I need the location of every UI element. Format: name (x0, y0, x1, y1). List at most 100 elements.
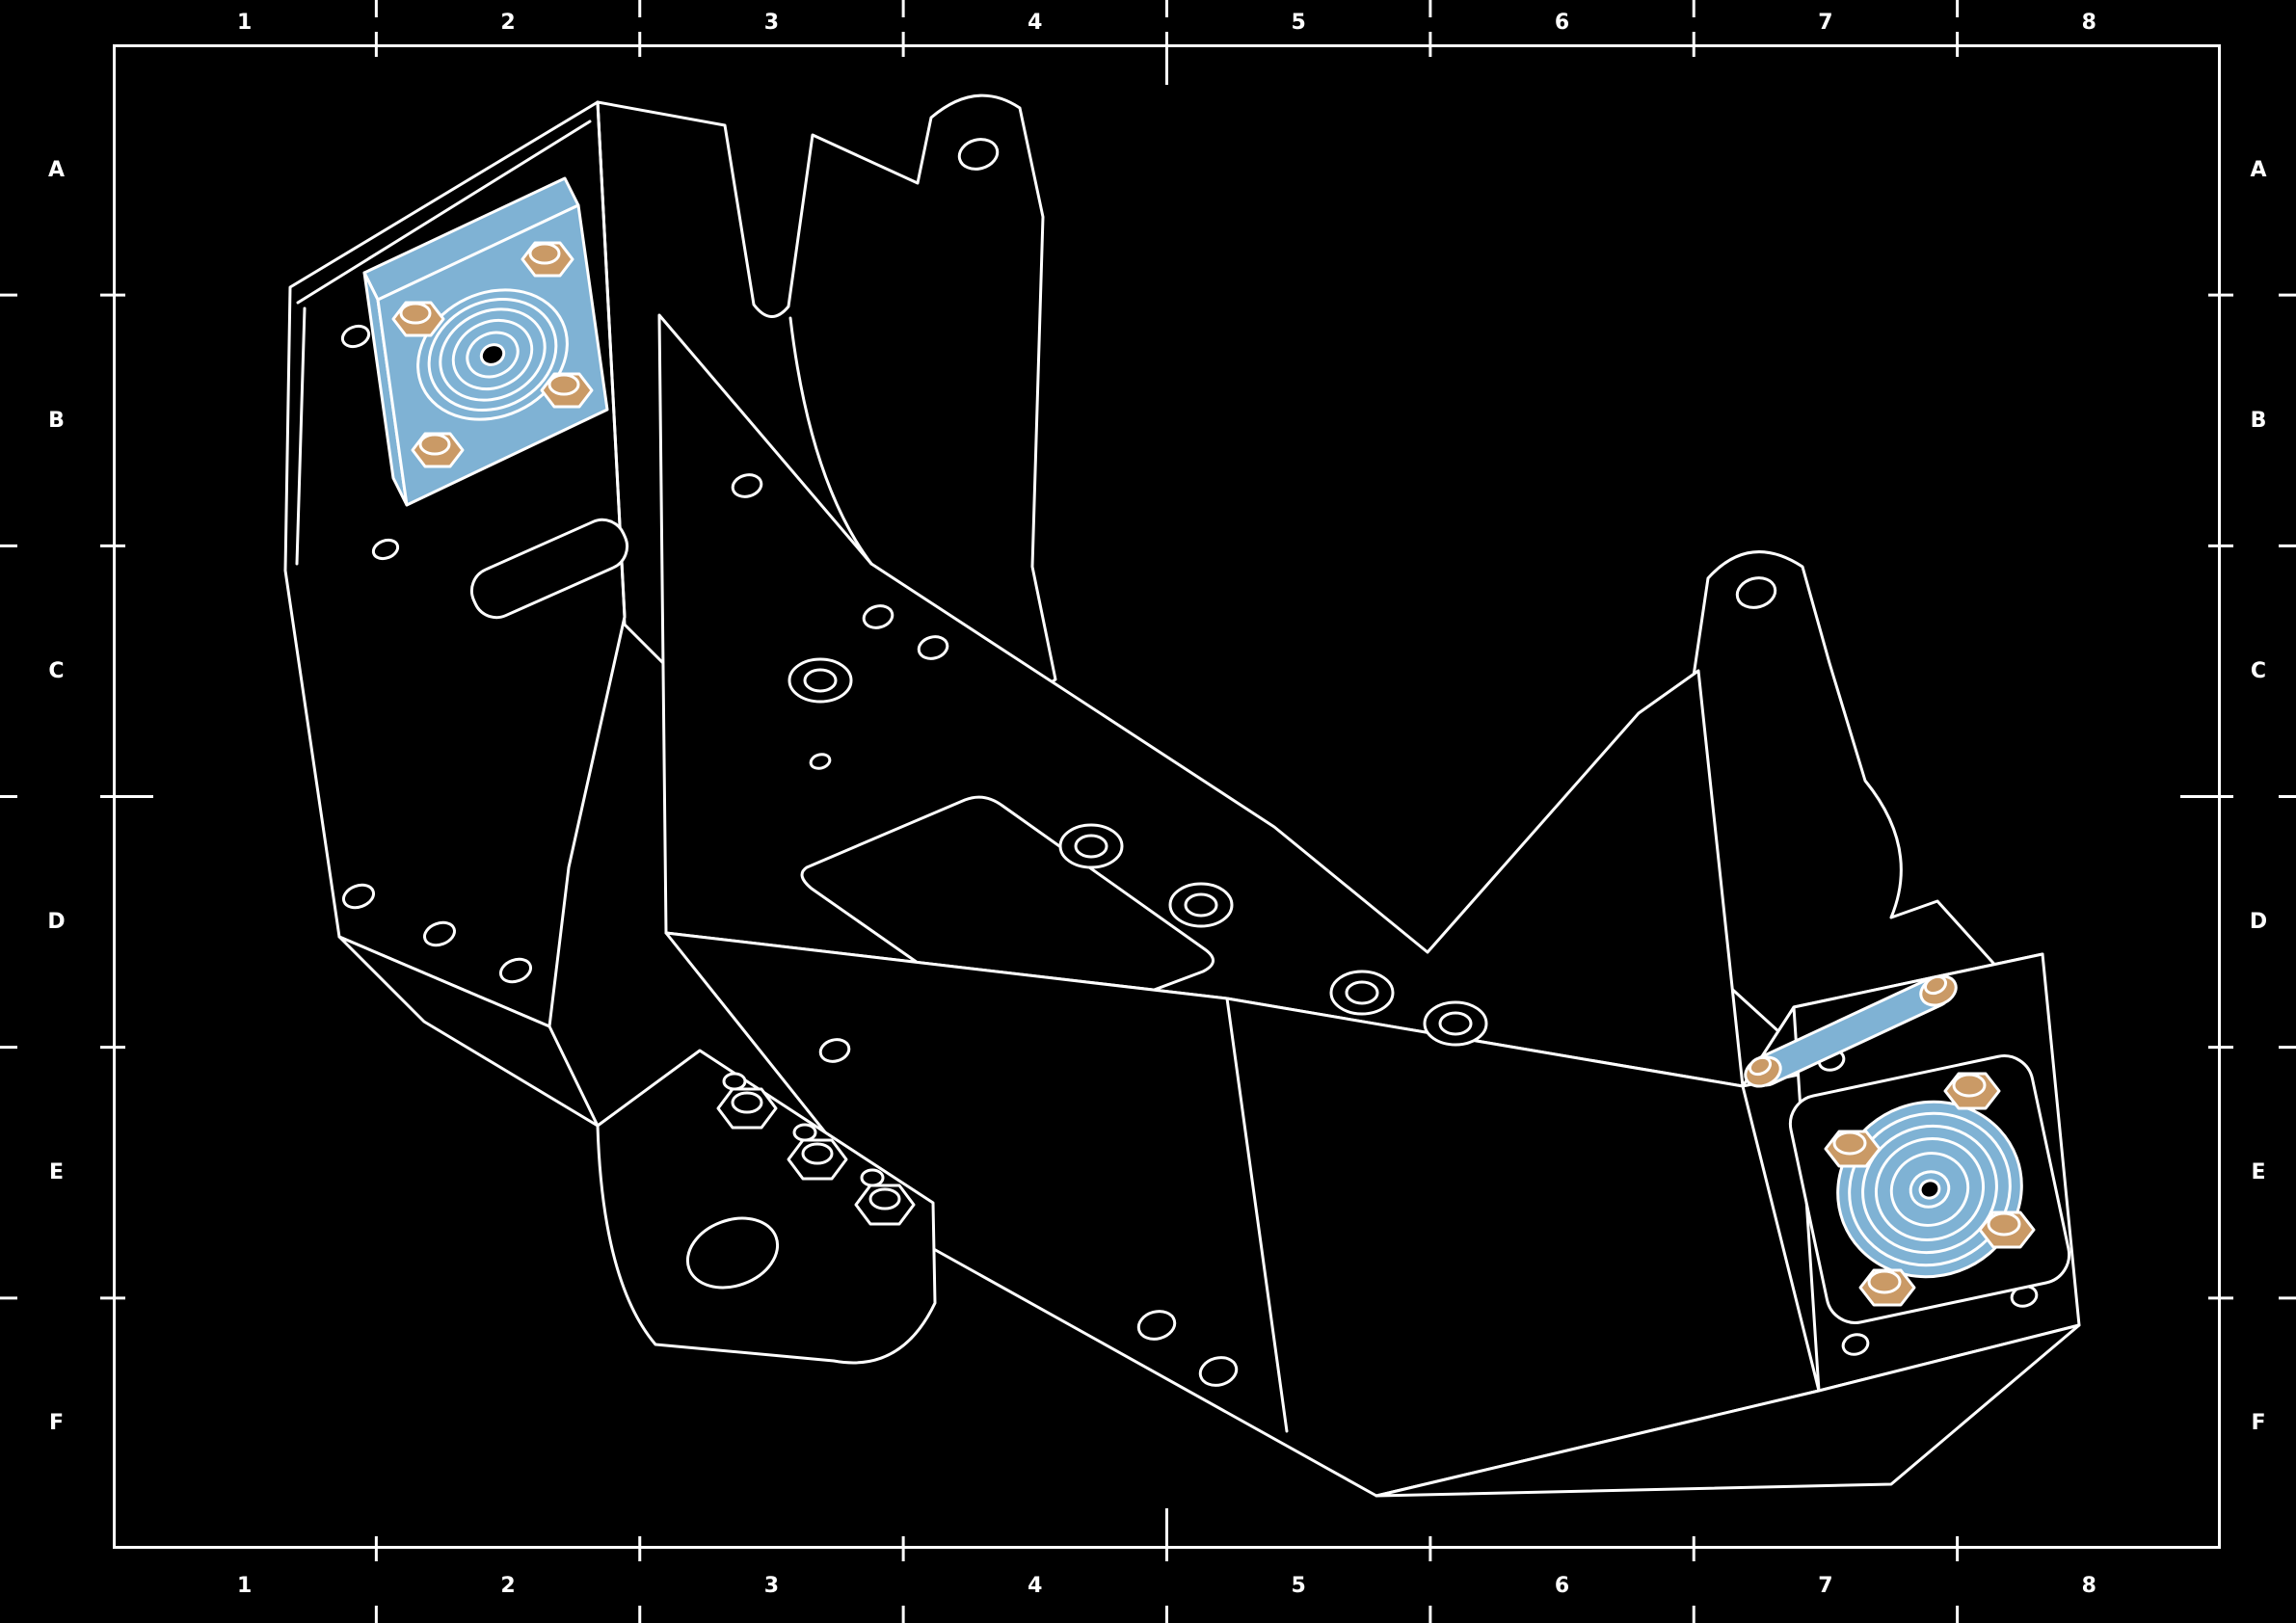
bend-line (788, 316, 873, 566)
standoff-inner (803, 668, 838, 693)
block-bolt (540, 372, 594, 409)
grid-row-label: C (48, 658, 65, 683)
hex-nut (787, 1123, 848, 1181)
grid-col-label: 6 (1554, 1574, 1570, 1598)
bolt-top (1952, 1073, 1987, 1098)
standoff-inner (1345, 980, 1379, 1005)
grid-row-label: A (47, 157, 66, 182)
bearing-ring (439, 307, 547, 402)
drill-hole (340, 324, 371, 349)
edge-thickness-line (296, 120, 592, 305)
drill-hole (371, 538, 400, 561)
grid-col-label: 5 (1291, 1574, 1306, 1598)
bottom-right-skirt (1375, 1323, 2081, 1498)
flange-bolt (1978, 1211, 2036, 1249)
bearing-ring (416, 288, 569, 421)
ear-mounting-hole (1735, 576, 1777, 609)
bolt-top (399, 302, 432, 325)
grid-col-label: 1 (237, 1574, 253, 1598)
bearing-ring (451, 318, 534, 391)
grid-col-label: 1 (237, 10, 253, 35)
nut-stud (792, 1123, 817, 1142)
drill-hole (731, 473, 763, 498)
hex-nut (854, 1168, 916, 1226)
bearing-ring (1889, 1152, 1970, 1227)
standoff-inner (1438, 1011, 1473, 1036)
standoff-inner (1184, 892, 1218, 918)
left-grid-labels: A B C D E F (0, 44, 113, 1549)
grid-row-label: B (48, 408, 65, 433)
bolt-top (1867, 1269, 1902, 1294)
bottom-grid-labels: 1 2 3 4 5 6 7 8 (113, 1549, 2221, 1623)
grid-row-label: F (2251, 1411, 2266, 1436)
drill-hole (809, 753, 832, 770)
slot-pin (1744, 1055, 1782, 1088)
standoff-inner (1074, 834, 1108, 859)
bearing-ring (1874, 1137, 1986, 1241)
standoff (1329, 970, 1395, 1016)
grid-row-label: D (47, 910, 66, 935)
nut-stud (860, 1168, 885, 1187)
grid-row-label: C (2250, 658, 2267, 683)
bolt-top (418, 433, 451, 456)
bearing-ring (1861, 1124, 1998, 1255)
drill-hole (423, 920, 456, 947)
bolt-top (528, 242, 561, 265)
grid-row-label: A (2250, 157, 2267, 182)
grid-col-label: 8 (2081, 10, 2096, 35)
drill-hole (342, 883, 375, 910)
block-bolt (521, 241, 574, 278)
grid-col-label: 4 (1028, 10, 1043, 35)
grid-col-label: 2 (500, 10, 516, 35)
grid-row-label: D (2249, 910, 2268, 935)
grid-col-label: 7 (1818, 1574, 1833, 1598)
bolt-top (1832, 1131, 1867, 1156)
drill-hole (1136, 1310, 1177, 1341)
grid-col-label: 5 (1291, 10, 1306, 35)
grid-col-label: 2 (500, 1574, 516, 1598)
bearing-ring (466, 331, 520, 379)
flange-bolt (1943, 1072, 2001, 1110)
bend-line (1225, 997, 1289, 1433)
grid-col-label: 6 (1554, 10, 1570, 35)
pin-top (1923, 974, 1948, 996)
bolt-top (547, 373, 580, 396)
right-grid-labels: A B C D E F (2221, 44, 2296, 1549)
hex-nut (716, 1072, 778, 1130)
drill-hole (499, 957, 532, 984)
nut-top (868, 1187, 901, 1211)
drill-hole (1841, 1333, 1870, 1356)
standoff (1168, 882, 1234, 928)
grid-col-label: 8 (2081, 1574, 2096, 1598)
standoffs (788, 657, 1488, 1047)
block-bolt (411, 432, 465, 468)
left-plate-slot (469, 518, 629, 620)
right-bearing-flange (1788, 1054, 2071, 1324)
standoff (1058, 823, 1124, 869)
pin-top (1748, 1055, 1773, 1077)
flange-bolt (1824, 1130, 1882, 1168)
nut-stud (722, 1072, 747, 1091)
bracket-hex-nuts (716, 1072, 916, 1226)
right-upright-plate (1690, 550, 2038, 1081)
bearing-ring (1848, 1111, 2012, 1267)
grid-row-label: E (48, 1160, 65, 1185)
left-bearing-block (362, 176, 609, 507)
bearing-ring (427, 297, 558, 412)
drill-hole (1198, 1356, 1239, 1387)
bolt-top (1987, 1211, 2021, 1237)
grid-col-label: 4 (1028, 1574, 1043, 1598)
grid-row-label: F (48, 1411, 65, 1436)
drill-hole (917, 635, 949, 660)
grid-col-label: 7 (1818, 10, 1833, 35)
bracket-weldment (283, 93, 2081, 1498)
bend-line (295, 306, 307, 566)
nut-top (731, 1091, 763, 1114)
drill-hole (818, 1038, 851, 1063)
standoff (788, 657, 853, 704)
grid-row-label: E (2251, 1160, 2266, 1185)
top-grid-labels: 1 2 3 4 5 6 7 8 (113, 0, 2221, 44)
slot-pin (1919, 974, 1958, 1007)
